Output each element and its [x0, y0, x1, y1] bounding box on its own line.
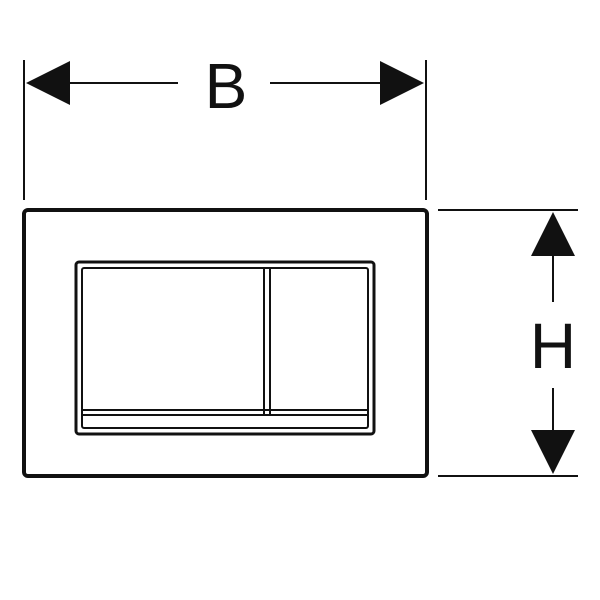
plate-outer-frame	[22, 208, 429, 478]
width-arrowhead-left	[26, 61, 70, 105]
width-label: B	[205, 50, 248, 122]
width-dimension: B	[23, 50, 427, 200]
width-arrowhead-right	[380, 61, 424, 105]
height-arrowhead-top	[531, 212, 575, 256]
flush-plate	[22, 208, 429, 478]
height-dimension: H	[438, 209, 578, 477]
height-arrowhead-bottom	[531, 430, 575, 474]
button-recess-outer	[74, 260, 376, 436]
button-recess-inner	[81, 267, 369, 429]
height-label: H	[530, 310, 576, 382]
